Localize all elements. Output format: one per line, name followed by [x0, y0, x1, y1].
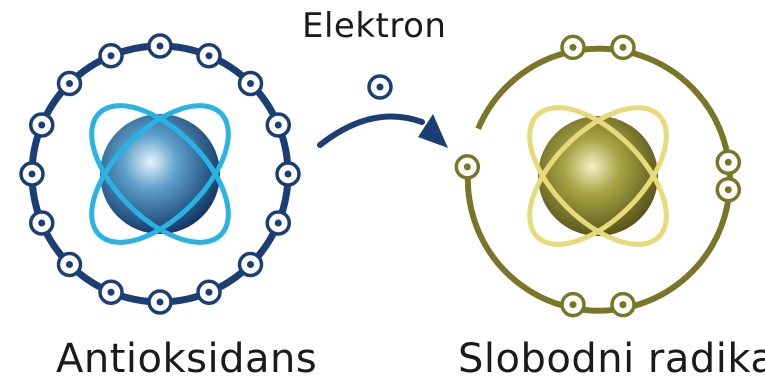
antioxidant-electron: [58, 254, 80, 276]
free-radical-electron: [717, 179, 739, 201]
antioxidant-electron: [31, 212, 53, 234]
antioxidant-electron: [277, 163, 299, 185]
antioxidant-electron: [149, 35, 171, 57]
transferred-electron: [369, 76, 391, 98]
free-radical-electron: [612, 294, 634, 316]
transfer-arrow: [320, 114, 448, 148]
antioxidant-electron: [58, 72, 80, 94]
antioxidant-electron: [100, 281, 122, 303]
free-radical-electron: [456, 156, 478, 178]
antioxidant-nucleus: [100, 114, 220, 234]
free-radical-nucleus: [538, 116, 658, 236]
antioxidant-label: Antioksidans: [56, 336, 317, 382]
antioxidant-electron: [21, 163, 43, 185]
free-radical-electron: [717, 151, 739, 173]
free-radical-electron: [562, 36, 584, 58]
antioxidant-electron: [198, 45, 220, 67]
antioxidant-electron: [240, 254, 262, 276]
free-radical-label: Slobodni radikal: [458, 336, 765, 382]
free-radical-electron: [562, 294, 584, 316]
antioxidant-electron: [267, 212, 289, 234]
antioxidant-electron: [31, 114, 53, 136]
antioxidant-electron: [267, 114, 289, 136]
free-radical-atom: [456, 36, 739, 315]
antioxidant-electron: [240, 72, 262, 94]
antioxidant-atom: [21, 35, 299, 313]
antioxidant-electron: [198, 281, 220, 303]
electron-dot: [377, 84, 384, 91]
antioxidant-electron: [100, 45, 122, 67]
electron-label: Elektron: [302, 6, 446, 46]
arrow-shaft: [320, 117, 422, 145]
antioxidant-electron: [149, 291, 171, 313]
free-radical-electron: [612, 36, 634, 58]
